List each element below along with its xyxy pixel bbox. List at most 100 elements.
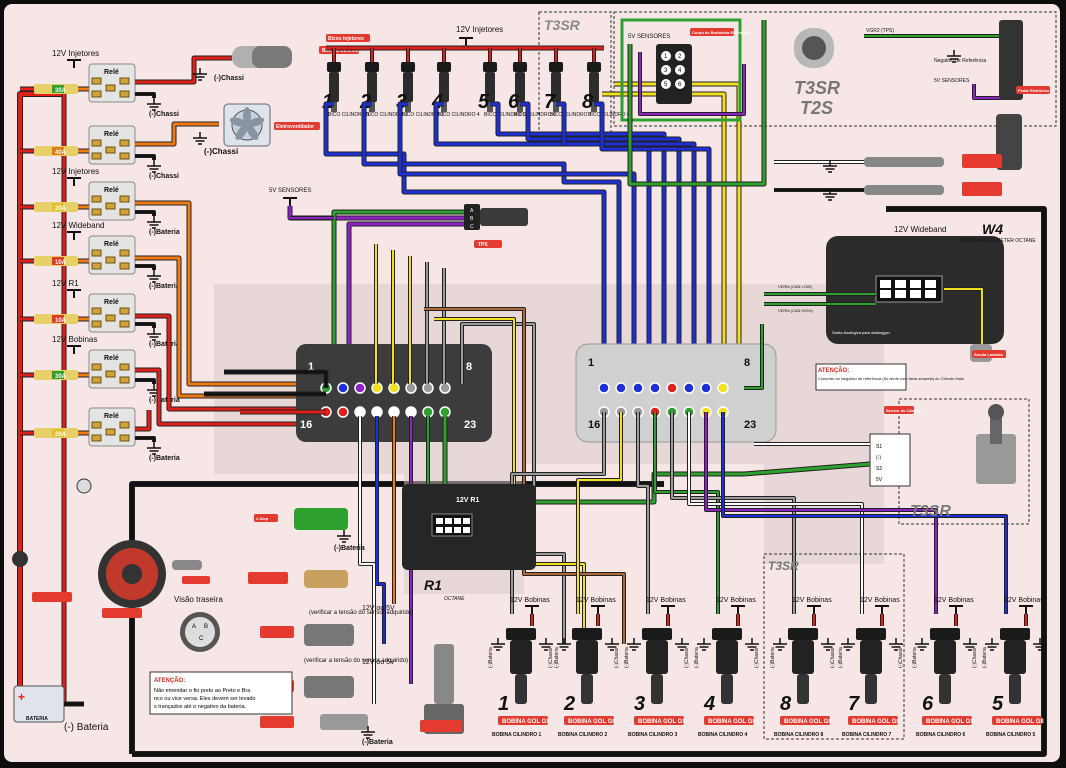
coil-12v-label: 12V Bobinas — [860, 597, 900, 604]
coil-connector-3 — [642, 628, 672, 640]
injector-number: 8 — [582, 91, 594, 113]
injector-top-8 — [587, 62, 601, 72]
relay-ground-wire — [135, 155, 155, 160]
coil-sub-label: BOBINA CILINDRO 8 — [774, 732, 823, 738]
coil-boot-3 — [651, 674, 663, 704]
sensor-wire-1 — [359, 416, 375, 704]
ecu-right-pin-1: 1 — [588, 357, 594, 369]
fuse-label: 30A — [55, 88, 67, 94]
relay-label: Relé — [104, 69, 119, 76]
corpo-pin — [675, 51, 685, 61]
coil-body-3 — [646, 640, 668, 674]
injector-tip-1 — [331, 102, 337, 112]
coil-boot-5 — [797, 674, 809, 704]
visao-label: Visão traseira — [174, 595, 223, 604]
rear-pin: B — [204, 624, 208, 630]
relay-pin — [119, 307, 130, 315]
coil-ground-c-label: (-)Chassi — [684, 648, 690, 668]
corpo-pin-num: 5 — [664, 82, 668, 88]
coil-ground-chassi-icon — [605, 638, 619, 651]
corpo-pin — [661, 65, 671, 75]
w4-pin — [925, 290, 936, 298]
pressao-oleo-tag — [260, 626, 294, 638]
pedal-tag — [1016, 86, 1050, 94]
corpo-tag — [690, 28, 734, 36]
coil-signal-7 — [705, 412, 937, 614]
coil-12v-label: 12V Bobinas — [716, 597, 756, 604]
coil-number: 4 — [703, 693, 715, 715]
fuse-label: 20A — [55, 206, 67, 212]
ecu-left-pin-top — [405, 382, 417, 394]
coil-sub-label: BOBINA CILINDRO 2 — [558, 732, 607, 738]
fuse-body-1 — [52, 85, 64, 93]
r1-pin — [454, 527, 461, 533]
injector-top-1 — [327, 62, 341, 72]
relay-pin — [119, 208, 130, 216]
fan-label: Eletroventilador — [276, 124, 314, 130]
relay-pin — [119, 195, 130, 203]
fuse-body-6 — [52, 371, 64, 379]
coil-ground-c-label: (-)Chassi — [548, 648, 554, 668]
fuel-pump-end — [252, 46, 292, 68]
relay-power-label: 12V Wideband — [52, 221, 104, 230]
corpo-pin — [661, 79, 671, 89]
injector-label: BICO CILINDRO 3 — [402, 112, 444, 118]
coil-sub-label: BOBINA CILINDRO 7 — [842, 732, 891, 738]
coil-ground-bat-icon — [841, 638, 855, 651]
w4-pin — [910, 280, 921, 288]
coil-signal-6 — [688, 412, 863, 614]
injector-tip-7 — [553, 102, 559, 112]
relay-pin — [105, 428, 116, 436]
sensor-2-body — [864, 185, 944, 195]
tps-connector — [464, 204, 480, 230]
r1-pin — [445, 518, 452, 524]
injector-top-7 — [549, 62, 563, 72]
relay-pin — [105, 370, 116, 378]
relay-pin — [119, 152, 130, 160]
sensor-wire-2 — [376, 416, 385, 644]
injector-body-2 — [367, 72, 377, 102]
injector-body-8 — [589, 72, 599, 102]
gear-shifter-stick — [990, 414, 1002, 444]
relay-pin — [119, 262, 130, 270]
power-rail-down — [44, 94, 66, 706]
gear-wire-1 — [743, 462, 871, 476]
can-low-label: VERM (CAN LOW) — [778, 284, 813, 289]
pedal-ground-icon — [947, 50, 961, 63]
coil-ground-b-label: (-)Bateria — [912, 647, 918, 668]
ecu-right-pin-23: 23 — [744, 419, 756, 431]
coil-ground-chassi-icon — [821, 638, 835, 651]
corpo-purple — [639, 52, 745, 115]
fuse-body-7 — [52, 429, 64, 437]
w4-pin — [880, 280, 891, 288]
relay-power-label: 12V R1 — [52, 279, 79, 288]
relay7-bus-outline — [135, 410, 152, 432]
r1-sub: OCTANE — [444, 596, 465, 602]
injetores-12v-label: 12V Injetores — [456, 25, 503, 34]
can-down — [744, 324, 763, 389]
coil-12v-label: 12V Bobinas — [792, 597, 832, 604]
relay-ground-wire — [135, 437, 155, 442]
fan-feed-outline — [135, 121, 219, 147]
tps-green — [332, 210, 464, 374]
coil-signal-2 — [577, 412, 622, 614]
tps-pin-letter: C — [470, 224, 474, 230]
battery-plus: + — [18, 690, 25, 704]
attention-note-bot — [149, 671, 293, 715]
coil-body-7 — [934, 640, 956, 674]
coil-ground-c-label: (-)Chassi — [898, 648, 904, 668]
fan-chassi-label: (-)Chassi — [204, 147, 238, 156]
corpo-pin-num: 6 — [678, 82, 682, 88]
main-fuse-tag — [32, 592, 72, 602]
w4-pin — [880, 290, 891, 298]
ecu-left-pin-top — [354, 382, 366, 394]
relay-pin — [91, 376, 102, 384]
coil-ground-b-label: (-)Bateria — [770, 647, 776, 668]
ignition-wire-c — [424, 308, 625, 644]
attention-bot-line: nco ou vice versa. Eles devem ser levado — [154, 696, 256, 702]
fuse-body-5 — [52, 315, 64, 323]
relay-ground-label: (-)Bateria — [149, 283, 180, 290]
relay-pin — [105, 84, 116, 92]
chassis-ground-wire — [132, 207, 1046, 756]
